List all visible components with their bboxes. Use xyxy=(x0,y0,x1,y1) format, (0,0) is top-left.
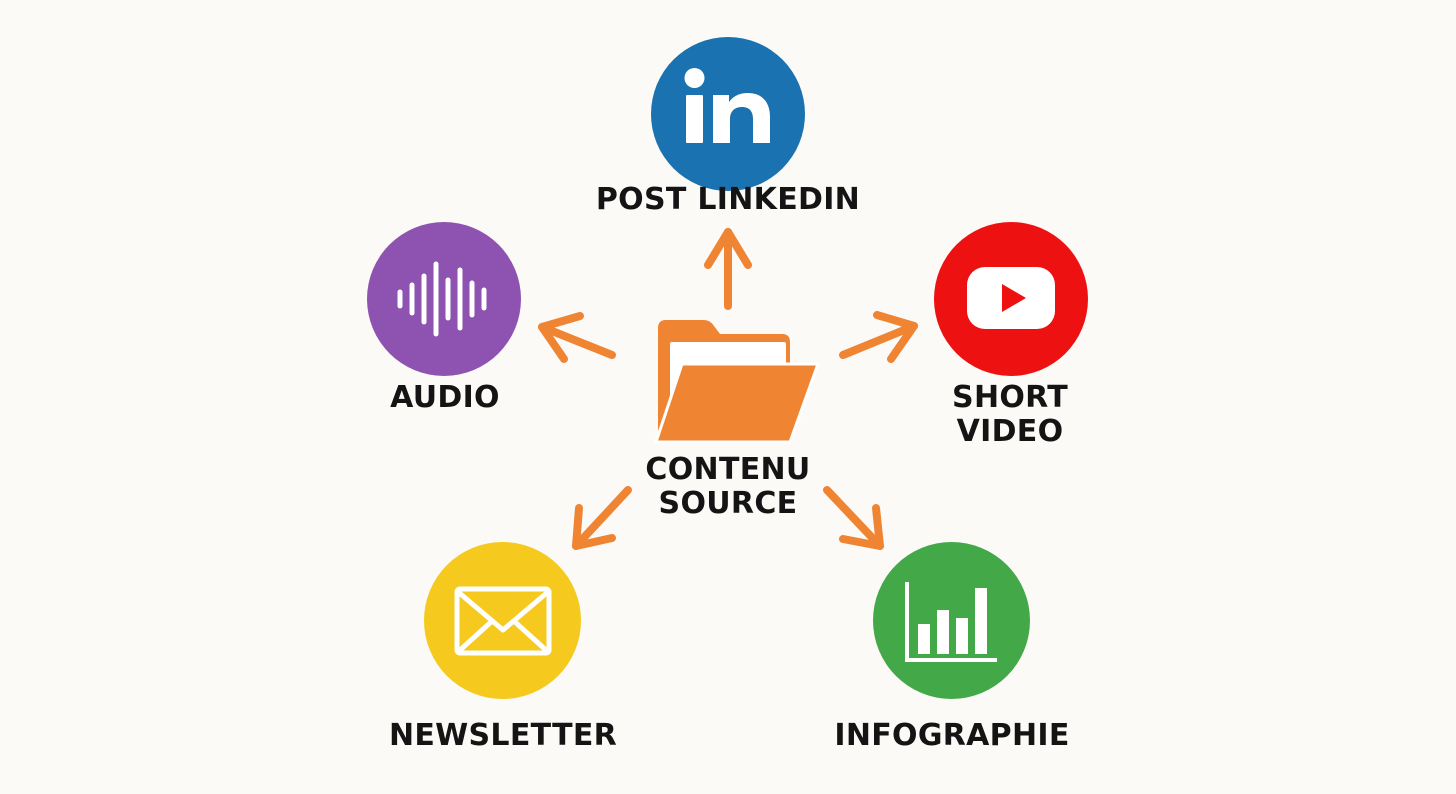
infographie-circle xyxy=(873,542,1030,699)
audio-waveform-icon xyxy=(397,261,487,337)
youtube-play-icon xyxy=(967,267,1055,329)
label-newsletter: NEWSLETTER xyxy=(353,719,653,753)
bar-chart-icon xyxy=(905,582,997,662)
label-line: CONTENU xyxy=(645,452,811,487)
arrow-to-video xyxy=(839,311,918,363)
arrow-to-audio xyxy=(538,312,616,363)
label-contenu-source: CONTENU SOURCE xyxy=(578,453,878,521)
arrow-to-newsletter xyxy=(572,486,632,550)
video-circle xyxy=(934,222,1088,376)
label-line: SOURCE xyxy=(658,486,798,521)
label-line: AUDIO xyxy=(390,380,500,415)
label-line: SHORT xyxy=(952,380,1068,415)
label-line: POST LINKEDIN xyxy=(595,182,861,217)
arrow-to-infographie xyxy=(823,486,884,550)
linkedin-circle xyxy=(651,37,805,191)
label-line: NEWSLETTER xyxy=(388,718,618,753)
label-audio: AUDIO xyxy=(345,381,545,415)
envelope-icon xyxy=(454,586,552,656)
label-line: INFOGRAPHIE xyxy=(834,718,1070,753)
linkedin-icon xyxy=(684,68,770,143)
audio-circle xyxy=(367,222,521,376)
label-post-linkedin: POST LINKEDIN xyxy=(578,183,878,217)
label-short-video: SHORT VIDEO xyxy=(910,381,1110,449)
label-line: VIDEO xyxy=(956,414,1064,449)
arrow-to-linkedin xyxy=(704,228,752,310)
folder-icon xyxy=(652,316,822,446)
label-infographie: INFOGRAPHIE xyxy=(802,719,1102,753)
newsletter-circle xyxy=(424,542,581,699)
